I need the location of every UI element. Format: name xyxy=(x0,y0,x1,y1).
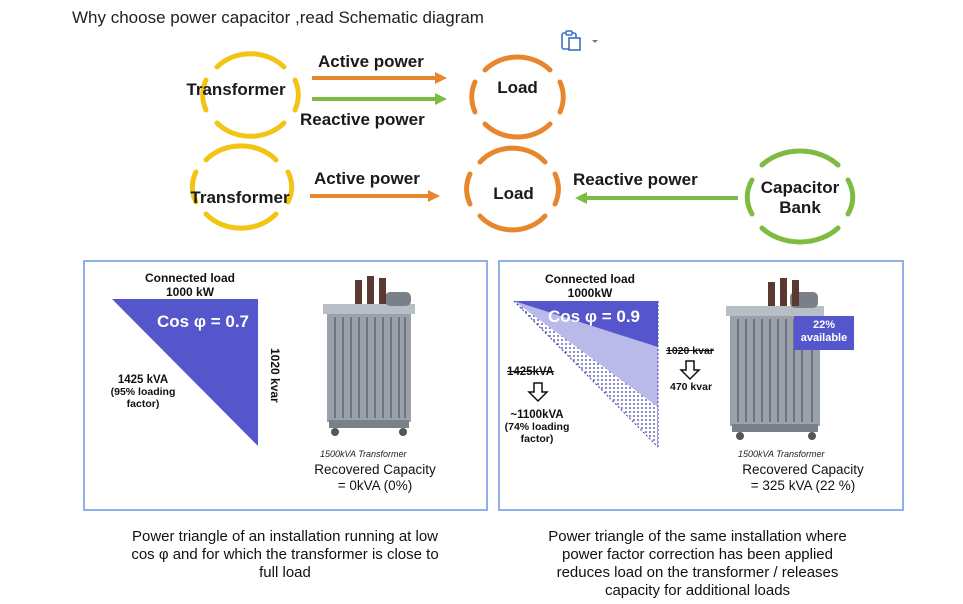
left-kvar-label: 1020 kvar xyxy=(268,348,282,403)
transformer-image-left xyxy=(323,276,415,436)
right-caption-line1: Power triangle of the same installation … xyxy=(548,528,847,545)
clipboard-paste-icon[interactable] xyxy=(560,30,600,52)
left-panel-caption: Power triangle of an installation runnin… xyxy=(75,528,495,582)
right-recovered-capacity: Recovered Capacity = 325 kVA (22 %) xyxy=(718,462,888,494)
capacitor-bank-line2: Bank xyxy=(779,198,821,217)
transformer-label-1: Transformer xyxy=(186,80,286,99)
power-triangle-left xyxy=(112,299,258,446)
right-new-kva: ~1100kVA (74% loading factor) xyxy=(497,409,577,445)
reactive-power-label-1: Reactive power xyxy=(300,110,425,129)
page-title: Why choose power capacitor ,read Schemat… xyxy=(72,8,484,27)
transformer-ring-1 xyxy=(200,51,301,139)
left-cos-phi: Cos φ = 0.7 xyxy=(157,312,250,331)
left-recovered-capacity: Recovered Capacity = 0kVA (0%) xyxy=(300,462,450,494)
left-panel-graphics xyxy=(112,276,415,446)
load-ring-1 xyxy=(469,54,566,140)
transformer-label-2: Transformer xyxy=(190,188,290,207)
left-caption-line2: cos φ and for which the transformer is c… xyxy=(131,546,439,563)
right-old-kvar: 1020 kvar xyxy=(666,345,714,357)
right-old-kva: 1425kVA xyxy=(507,366,555,378)
active-power-label-1: Active power xyxy=(318,52,424,71)
flow-diagram-svg xyxy=(189,51,856,245)
left-connected-load: Connected load 1000 kW xyxy=(130,271,250,299)
kvar-down-arrow xyxy=(679,360,701,381)
active-power-arrow-2 xyxy=(310,190,440,202)
transformer-image-right xyxy=(726,278,854,440)
left-kva-line1: 1425 kVA xyxy=(117,374,169,386)
load-ring-2 xyxy=(464,145,561,233)
right-panel-caption: Power triangle of the same installation … xyxy=(495,528,900,600)
left-caption-line1: Power triangle of an installation runnin… xyxy=(131,528,438,545)
active-power-label-2: Active power xyxy=(314,169,420,188)
capacitor-bank-line1: Capacitor xyxy=(760,178,840,197)
load-label-1: Load xyxy=(497,78,538,97)
right-cos-phi: Cos φ = 0.9 xyxy=(548,307,641,326)
right-new-kvar: 470 kvar xyxy=(670,381,713,393)
right-recovered-line2: = 325 kVA (22 %) xyxy=(750,478,856,493)
right-caption-line2: power factor correction has been applied xyxy=(562,546,833,563)
right-new-kva-line3: factor) xyxy=(520,433,554,445)
right-caption-line4: capacity for additional loads xyxy=(604,582,791,599)
reactive-power-arrow-2 xyxy=(575,192,738,204)
right-new-kva-line2: (74% loading xyxy=(504,421,570,433)
right-transformer-caption: 1500kVA Transformer xyxy=(738,449,825,459)
available-capacity-box xyxy=(794,316,854,350)
left-kva-line2: (95% loading xyxy=(110,386,176,398)
load-label-2: Load xyxy=(493,184,534,203)
reactive-power-arrow-1 xyxy=(312,93,447,105)
available-line2: available xyxy=(800,332,848,344)
capacitor-bank-label: Capacitor Bank xyxy=(745,178,855,218)
transformer-ring-2 xyxy=(189,143,295,231)
left-kva-line3: factor) xyxy=(126,398,160,410)
kva-down-arrow xyxy=(527,382,549,403)
reactive-power-label-2: Reactive power xyxy=(573,170,698,189)
right-new-kva-line1: ~1100kVA xyxy=(510,409,564,421)
available-capacity-label: 22% available xyxy=(794,319,854,345)
right-connected-load-line2: 1000kW xyxy=(567,286,613,300)
capacitor-bank-ring xyxy=(744,148,856,245)
left-recovered-line2: = 0kVA (0%) xyxy=(337,478,413,493)
left-transformer-caption: 1500kVA Transformer xyxy=(320,449,407,459)
right-caption-line3: reduces load on the transformer / releas… xyxy=(556,564,839,581)
right-connected-load-line1: Connected load xyxy=(544,272,635,286)
active-power-arrow-1 xyxy=(312,72,447,84)
left-caption-line3: full load xyxy=(259,564,311,581)
left-connected-load-line2: 1000 kW xyxy=(165,285,215,299)
right-panel-graphics xyxy=(513,278,854,448)
available-line1: 22% xyxy=(812,319,836,331)
left-recovered-line1: Recovered Capacity xyxy=(314,462,436,477)
left-connected-load-line1: Connected load xyxy=(144,271,235,285)
right-connected-load: Connected load 1000kW xyxy=(530,272,650,300)
power-triangle-right xyxy=(514,301,658,347)
left-kva-label: 1425 kVA (95% loading factor) xyxy=(98,374,188,410)
right-recovered-line1: Recovered Capacity xyxy=(742,462,864,477)
